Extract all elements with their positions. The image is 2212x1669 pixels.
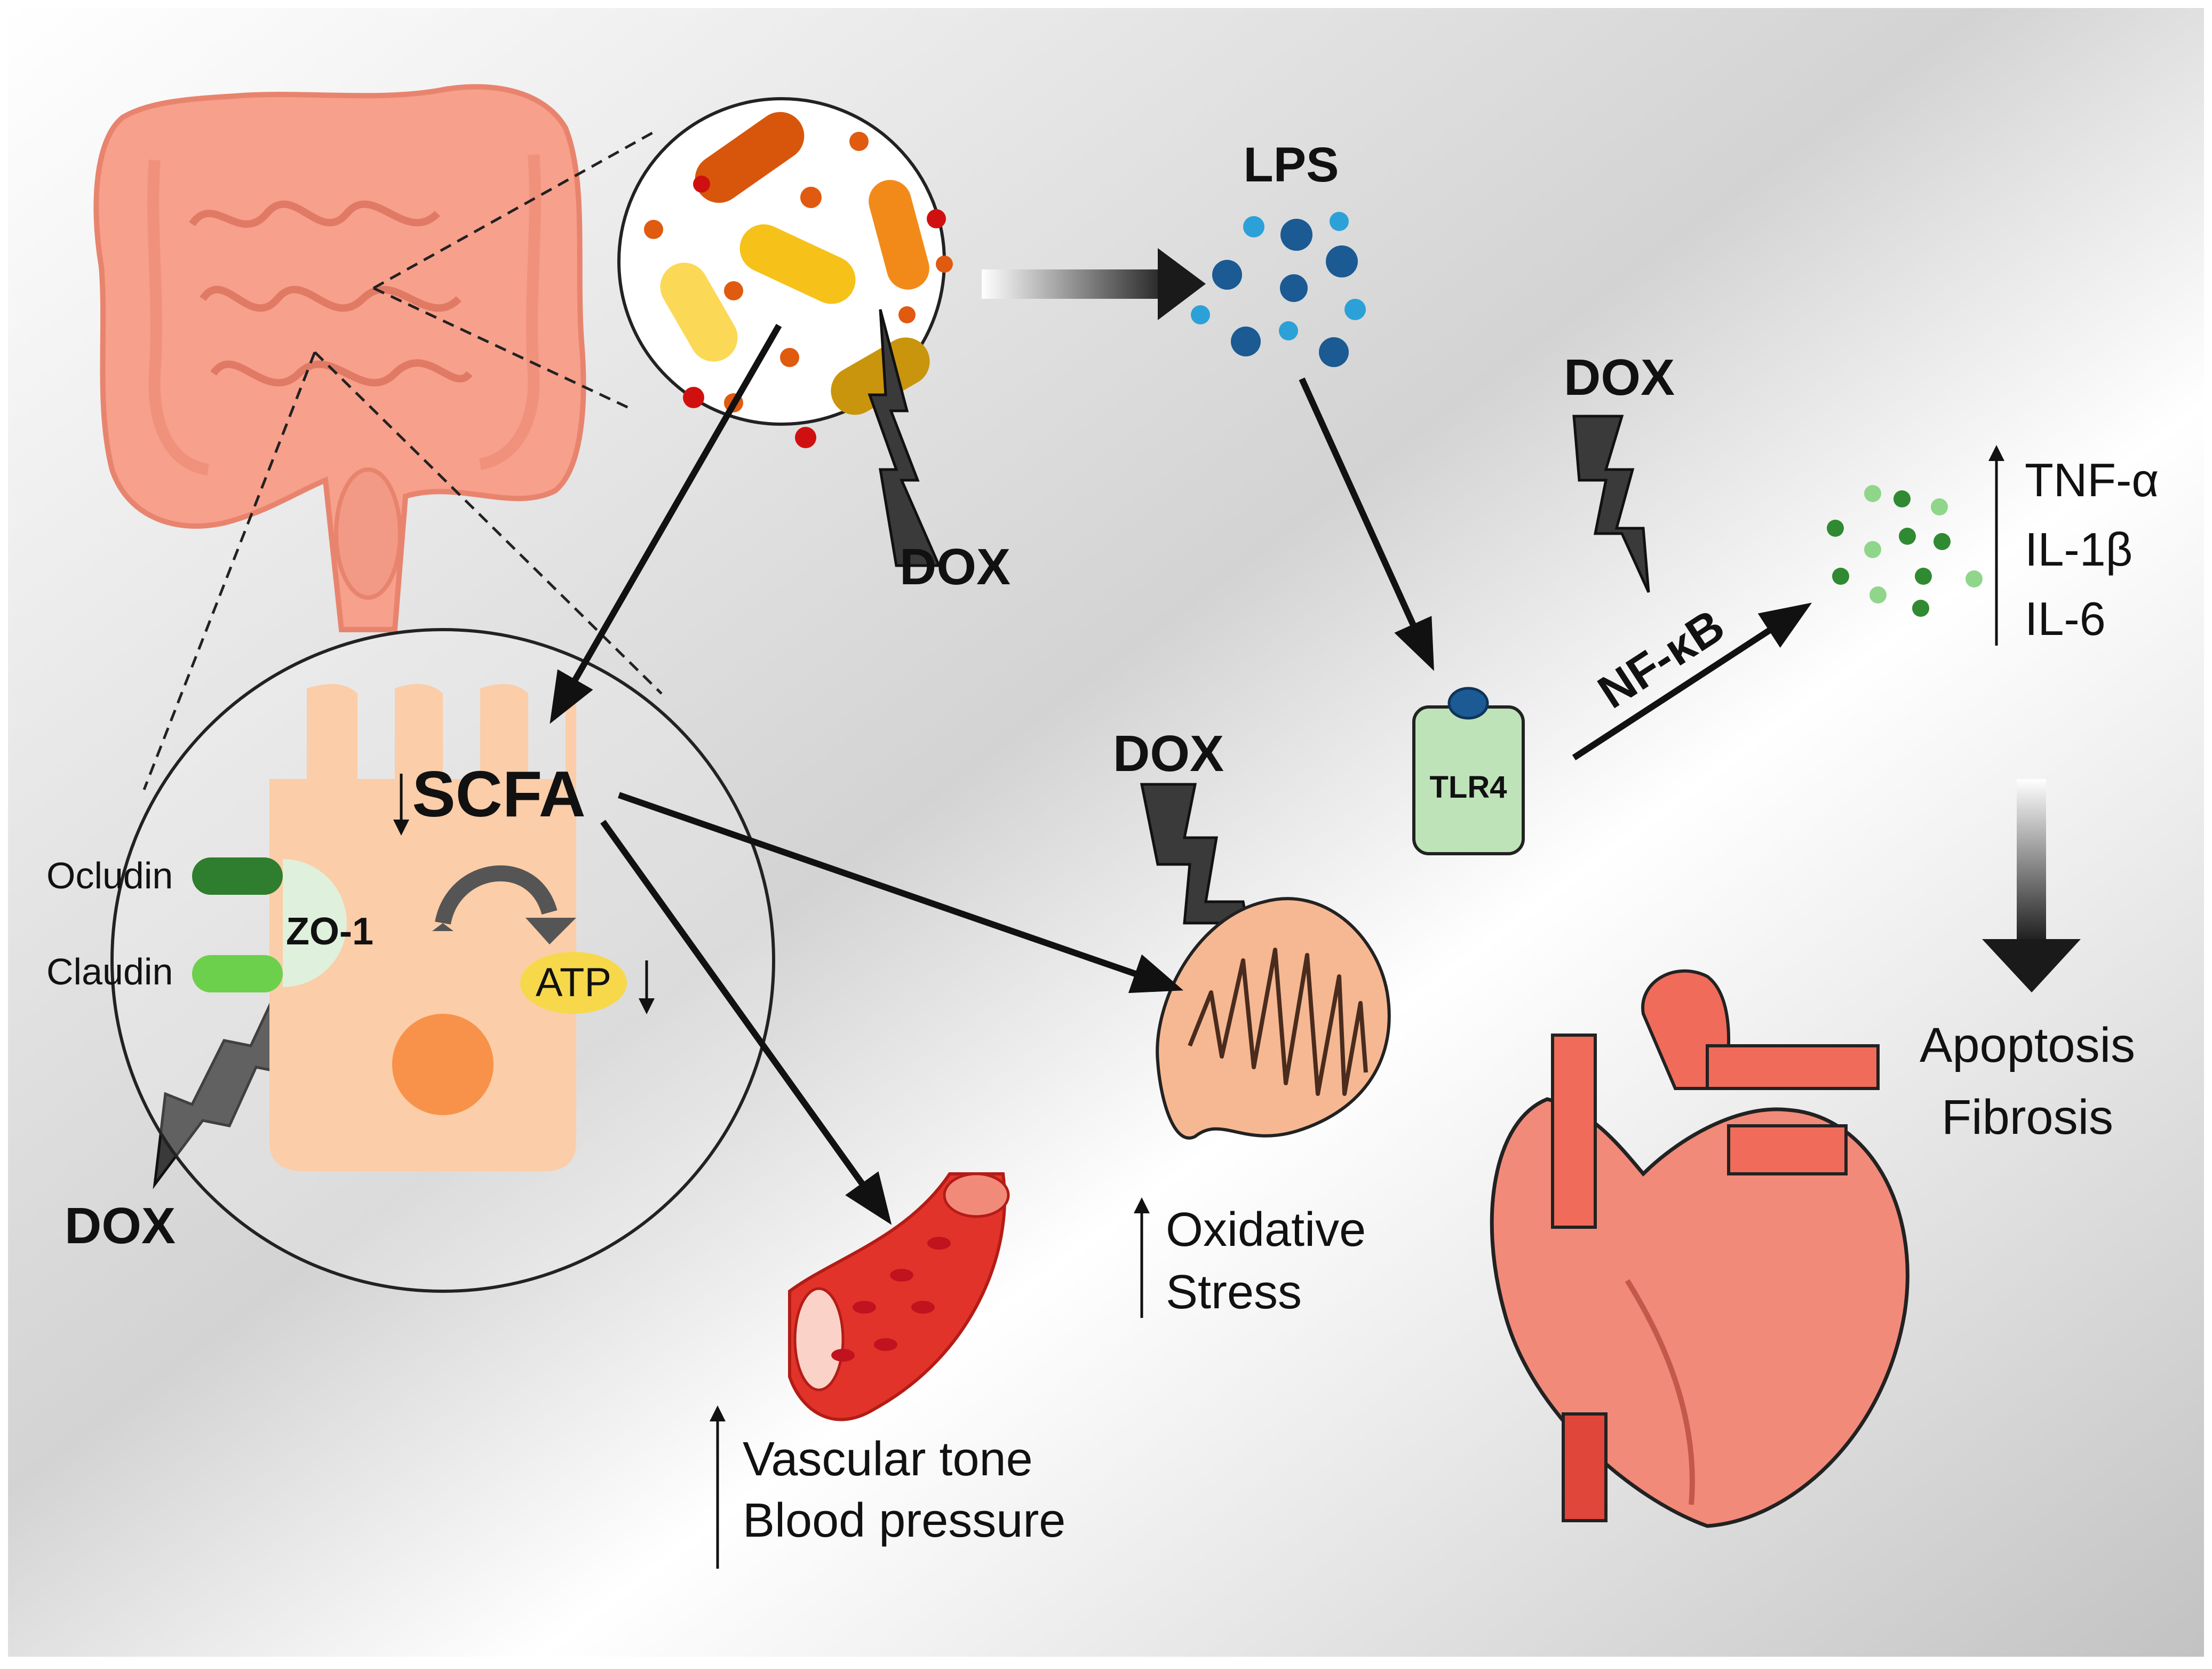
bacterium	[739, 224, 856, 304]
vascular-tone-label: Vascular tone	[743, 1433, 1033, 1486]
text-labels: LPS DOX DOX DOX DOX SCFA ATP ZO-1 Ocludi…	[46, 138, 2159, 1547]
dox-label-nfkb: DOX	[1564, 349, 1675, 406]
nucleus	[392, 1014, 494, 1115]
zoom-lines	[142, 129, 663, 790]
epithelial-cell-circle	[110, 628, 775, 1293]
bacterium	[660, 263, 738, 362]
cytokine-to-outcome-arrow	[1982, 779, 2081, 992]
dox-bolt-junction	[153, 959, 292, 1189]
tlr4-label: TLR4	[1430, 770, 1507, 805]
apoptosis-label: Apoptosis	[1920, 1018, 2135, 1072]
dox-label-bacteria: DOX	[900, 538, 1010, 595]
il1b-label: IL-1β	[2025, 523, 2133, 576]
dox-label-junction: DOX	[65, 1197, 176, 1254]
blood-vessel-illustration	[788, 1172, 1010, 1421]
zo1-label: ZO-1	[286, 910, 373, 953]
atp-blob	[520, 952, 627, 1014]
arrow-tlr4-to-cytokines	[1572, 602, 1812, 761]
lps-label: LPS	[1244, 138, 1339, 192]
arrow-scfa-to-mitochondria	[618, 792, 1184, 994]
tnf-alpha-label: TNF-α	[2025, 454, 2159, 506]
arrow-lps-to-tlr4	[1299, 377, 1434, 671]
indicator-arrows	[393, 445, 2004, 1569]
blood-pressure-label: Blood pressure	[743, 1494, 1065, 1547]
bacteria-dots	[644, 132, 953, 448]
cytokine-particles	[1827, 485, 1983, 617]
claudin-label: Claudin	[46, 951, 173, 992]
ocludin-protein	[192, 857, 283, 895]
epithelial-cell	[269, 684, 576, 1171]
dox-bolt-nfkb	[1572, 415, 1650, 593]
il6-label: IL-6	[2025, 592, 2106, 645]
intestine-illustration	[93, 84, 586, 632]
bacteria-circle	[617, 97, 953, 448]
lps-particles	[1191, 212, 1366, 367]
bacterium	[831, 337, 930, 415]
scfa-label: SCFA	[412, 758, 585, 830]
bacteria-to-lps-arrow	[982, 248, 1206, 320]
claudin-protein	[192, 955, 283, 992]
pathway-arrows	[550, 324, 1812, 1225]
ocludin-label: Ocludin	[46, 855, 173, 896]
bacterium	[695, 112, 805, 203]
heart-illustration	[1490, 969, 1909, 1528]
mitochondria-illustration	[1156, 897, 1391, 1140]
fibrosis-label: Fibrosis	[1942, 1090, 2113, 1145]
zo1-protein	[283, 859, 347, 987]
arrow-scfa-to-vessel	[600, 820, 892, 1225]
arrow-bacteria-to-scfa	[550, 324, 782, 724]
atp-label: ATP	[536, 960, 611, 1005]
dox-bolt-bacteria	[868, 309, 941, 567]
oxidative-label: Oxidative	[1166, 1203, 1366, 1257]
tlr4-receptor	[1412, 687, 1525, 855]
stress-label: Stress	[1166, 1266, 1302, 1319]
dox-label-mitochondria: DOX	[1113, 725, 1224, 782]
bacterium	[869, 180, 929, 290]
